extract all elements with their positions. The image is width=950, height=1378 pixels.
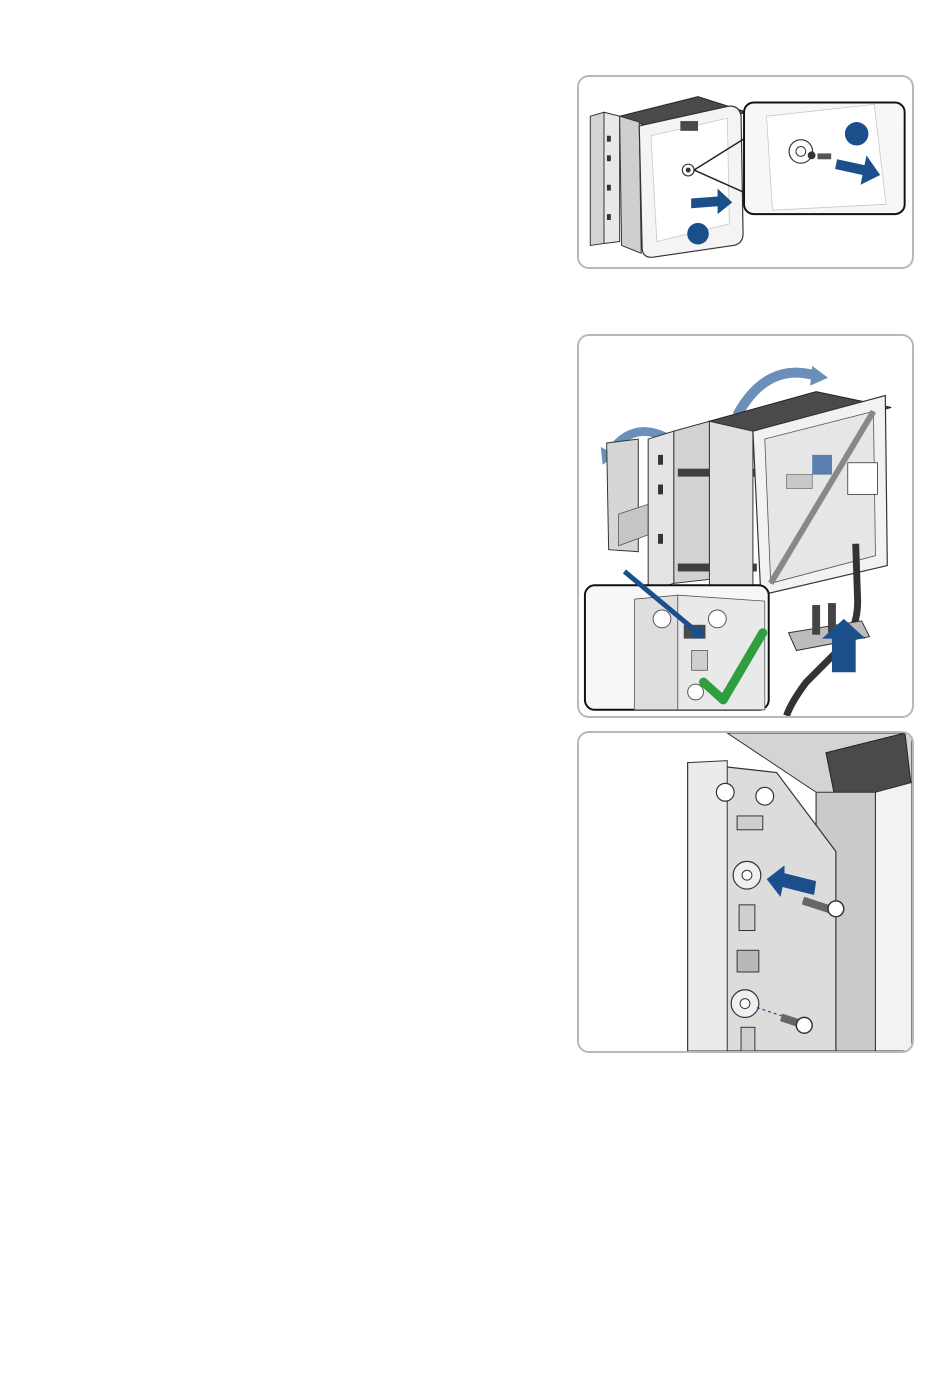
figure-insert-screws [577,731,914,1053]
remove-cover-screw-illustration [579,77,912,267]
figure-hang-inverter [577,334,914,718]
figure-remove-lid-screw [577,75,914,269]
lift-inverter-hang-on-bracket-illustration [579,336,912,716]
insert-securing-screws-illustration [579,733,912,1051]
